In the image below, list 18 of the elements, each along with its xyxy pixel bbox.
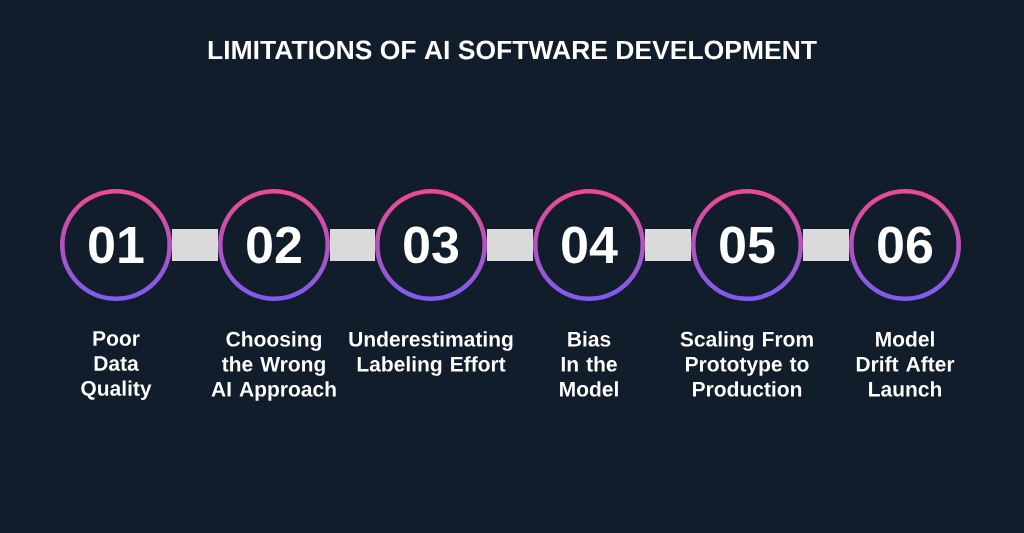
step-label: Choosing the Wrong AI Approach (211, 331, 336, 401)
step-label: Scaling From Prototype to Production (680, 331, 813, 397)
step-label: Underestimating Labeling Effort (349, 331, 513, 376)
node-label: 06 (878, 226, 933, 264)
connector-bar (487, 229, 533, 261)
connector-bar (645, 229, 691, 261)
node-label: 03 (404, 226, 459, 264)
node-label: 01 (89, 226, 144, 264)
connector-bar (803, 229, 849, 261)
node-label: 02 (247, 226, 301, 264)
connector-bar (172, 229, 218, 261)
node-label: 04 (562, 226, 618, 264)
title: LIMITATIONS OF AI SOFTWARE DEVELOPMENT (208, 40, 817, 60)
step-label: Poor Data Quality (81, 331, 152, 400)
step-label: Bias In the Model (560, 331, 618, 397)
node-label: 05 (720, 226, 775, 264)
connector-bar (330, 229, 375, 261)
step-label: Model Drift After Launch (856, 331, 955, 397)
